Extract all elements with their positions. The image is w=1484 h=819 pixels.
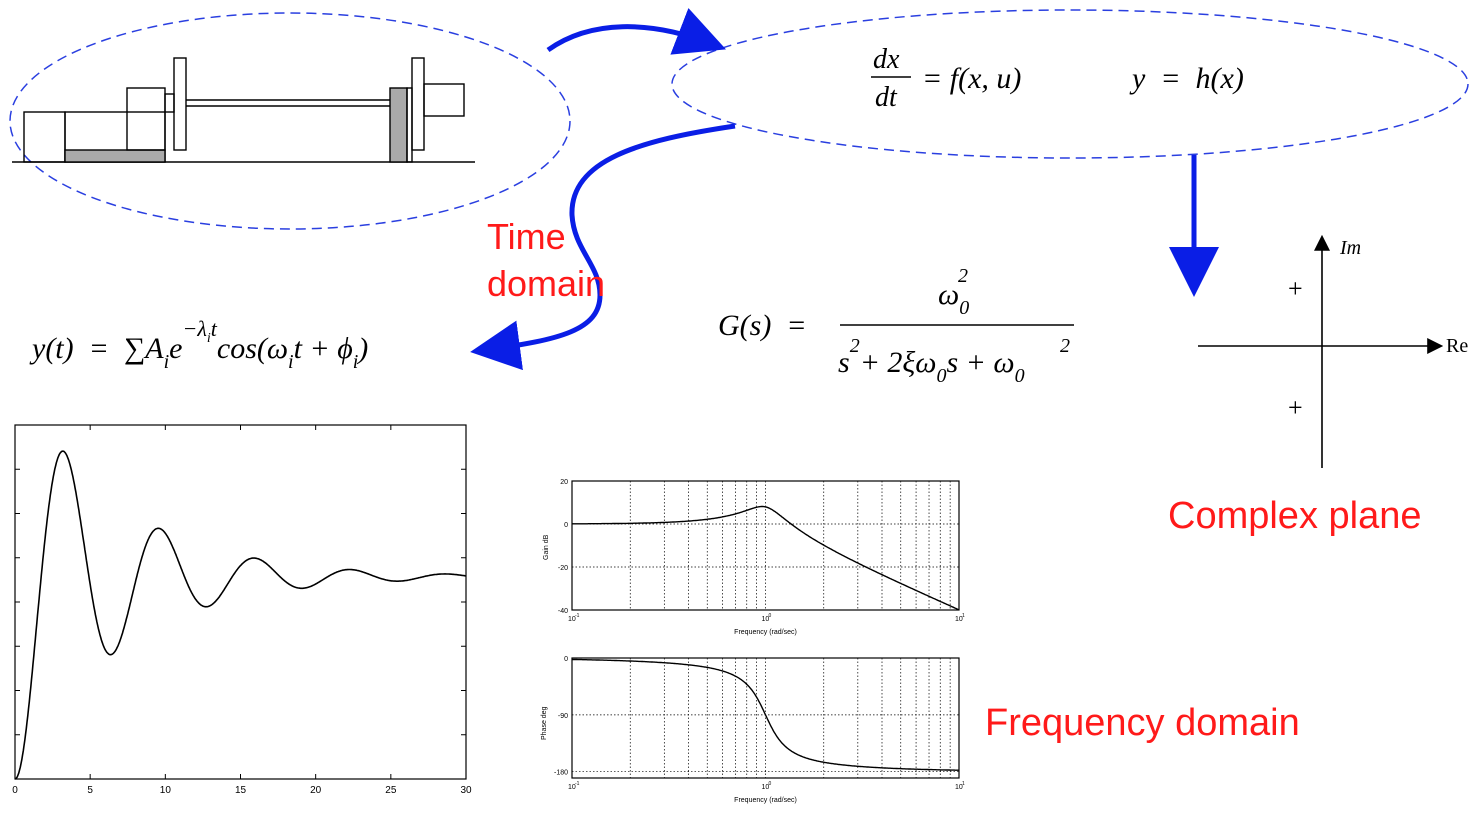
bode-x-tick-exp: 0 bbox=[769, 781, 772, 787]
bode-x-tick-label: 10 bbox=[568, 616, 576, 623]
bode-y-tick-label: -90 bbox=[558, 713, 568, 720]
mechanical-system-drawing bbox=[12, 57, 475, 163]
bode-y-tick-label: -180 bbox=[554, 770, 568, 777]
bode-magnitude-curve bbox=[572, 505, 960, 611]
transfer-lhs: G(s) = bbox=[718, 309, 807, 342]
step-x-tick-label: 25 bbox=[385, 785, 397, 796]
transfer-den-sup: 2 bbox=[1060, 335, 1070, 357]
imag-axis-label: Im bbox=[1339, 237, 1361, 259]
pole-upper-marker: + bbox=[1288, 274, 1303, 303]
bode-x-tick-exp: -1 bbox=[575, 781, 580, 787]
state-deriv-num: dx bbox=[873, 44, 900, 75]
step-x-tick-label: 30 bbox=[460, 785, 472, 796]
complex-plane-axes bbox=[1198, 234, 1444, 468]
arrow-to-model bbox=[546, 8, 726, 55]
bode-x-tick-label: 10 bbox=[762, 616, 770, 623]
step-response-plot: 0 5 10 15 20 25 30 bbox=[12, 424, 472, 796]
bode-x-tick-exp: 0 bbox=[769, 613, 772, 619]
bode-y-tick-label: 20 bbox=[560, 479, 568, 486]
bode-x-tick-exp: 1 bbox=[962, 781, 965, 787]
bode-x-tick-label: 10 bbox=[955, 784, 963, 791]
bode-x-tick-label: 10 bbox=[955, 616, 963, 623]
time-domain-label-2: domain bbox=[487, 263, 605, 304]
bode-y-tick-label: -40 bbox=[558, 608, 568, 615]
bode-y-tick-label: 0 bbox=[564, 656, 568, 663]
step-x-tick-label: 5 bbox=[87, 785, 93, 796]
step-x-tick-label: 15 bbox=[235, 785, 247, 796]
step-x-tick-label: 10 bbox=[160, 785, 172, 796]
model-ellipse bbox=[671, 9, 1469, 159]
bode-x-tick-label: 10 bbox=[568, 784, 576, 791]
bode-phase-curve bbox=[572, 658, 959, 771]
time-domain-label-1: Time bbox=[487, 216, 566, 257]
transfer-num-sup: 2 bbox=[958, 265, 968, 287]
state-rhs: = f(x, u) bbox=[922, 62, 1021, 95]
bode-mag-ylabel: Gain dB bbox=[543, 534, 550, 560]
bode-x-tick-exp: -1 bbox=[575, 613, 580, 619]
step-x-tick-label: 0 bbox=[12, 785, 18, 796]
pole-lower-marker: + bbox=[1288, 393, 1303, 422]
transfer-denominator: s2+ 2ξω0s + ω0 bbox=[838, 335, 1025, 387]
real-axis-label: Re bbox=[1446, 335, 1468, 357]
bode-y-tick-label: 0 bbox=[564, 522, 568, 529]
bode-phase-ylabel: Phase deg bbox=[541, 706, 548, 740]
frequency-domain-label: Frequency domain bbox=[985, 702, 1300, 744]
state-deriv-den: dt bbox=[875, 82, 898, 113]
step-response-curve bbox=[14, 450, 467, 780]
bode-x-tick-label: 10 bbox=[762, 784, 770, 791]
complex-plane-label: Complex plane bbox=[1168, 495, 1421, 537]
step-x-tick-label: 20 bbox=[310, 785, 322, 796]
bode-x-tick-exp: 1 bbox=[962, 613, 965, 619]
system-ellipse bbox=[9, 12, 571, 230]
transfer-numerator: ω0 bbox=[938, 278, 969, 319]
response-equation: y(t) = ∑Aie−λitcos(ωit + ϕi) bbox=[0, 0, 391, 373]
output-equation: y = h(x) bbox=[1129, 62, 1244, 95]
bode-y-tick-label: -20 bbox=[558, 565, 568, 572]
bode-xlabel: Frequency (rad/sec) bbox=[734, 797, 797, 804]
bode-xlabel: Frequency (rad/sec) bbox=[734, 629, 797, 636]
arrow-to-time-domain bbox=[470, 123, 736, 371]
